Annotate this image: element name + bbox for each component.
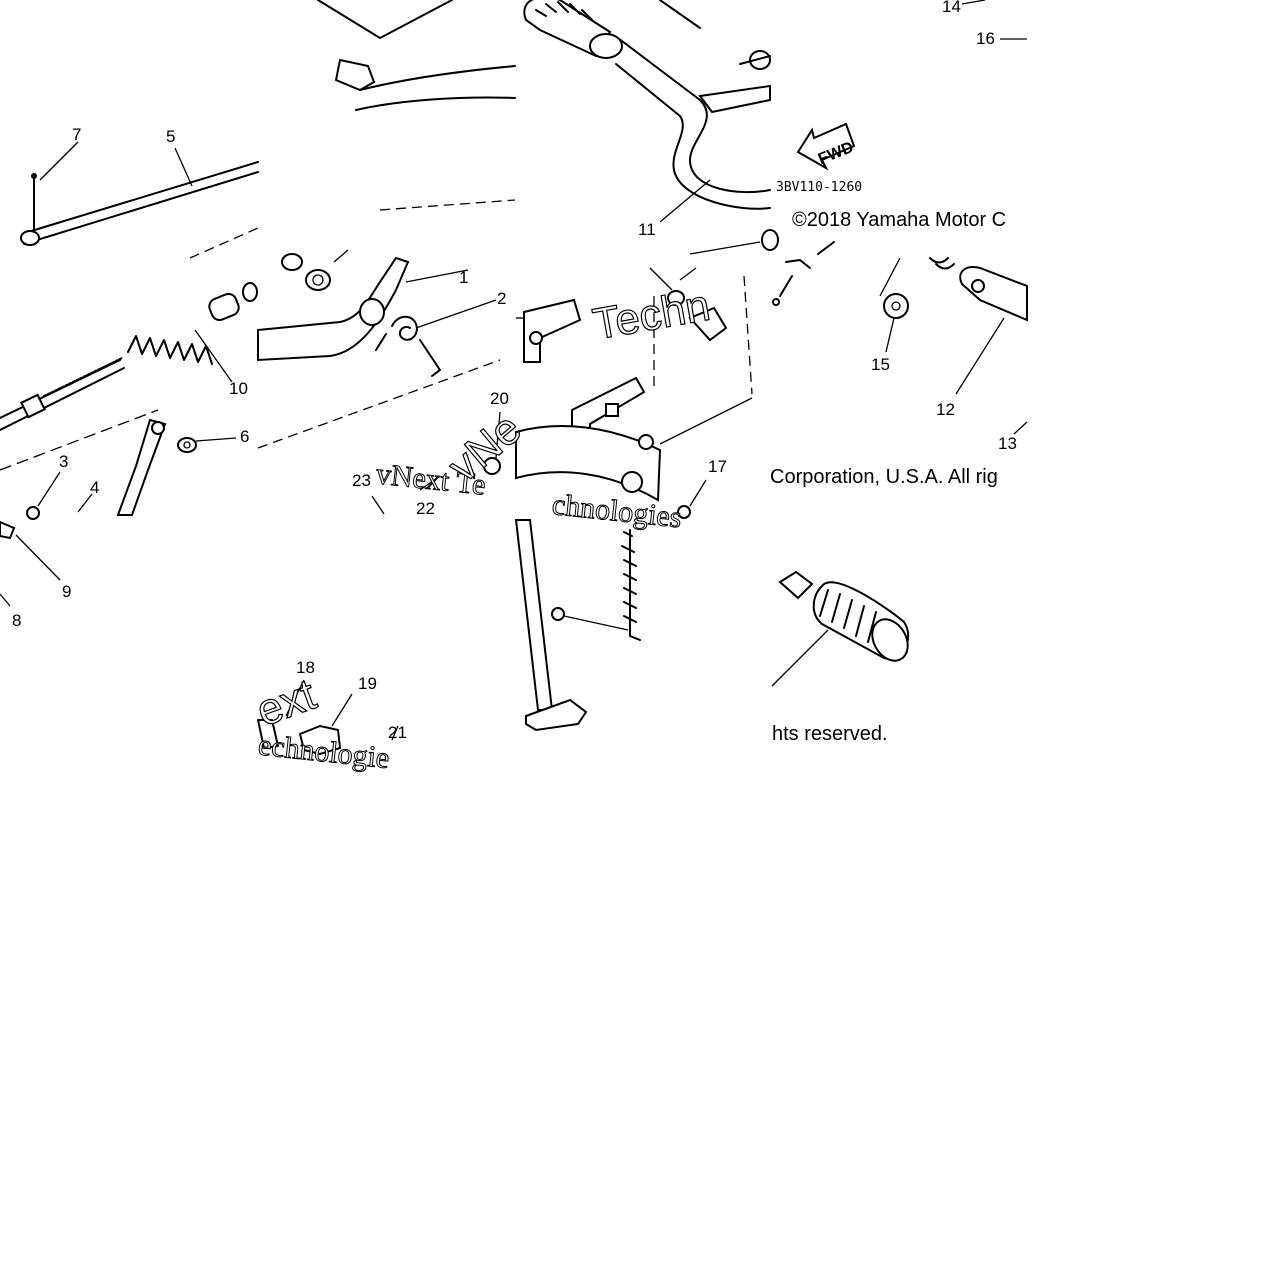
footrest-rubber	[771, 570, 910, 687]
bracket-plate	[516, 298, 582, 363]
callout-9: 9	[62, 582, 71, 601]
bolt-group	[649, 241, 761, 395]
callout-22: 22	[416, 499, 435, 518]
bolt-19	[257, 679, 399, 756]
callout-7: 7	[72, 125, 81, 144]
brake-pedal	[317, 0, 516, 211]
diagram-code: 3BV110-1260	[776, 180, 862, 195]
callout-18: 18	[296, 658, 315, 677]
brake-lever-arm	[0, 409, 237, 516]
callout-2: 2	[497, 289, 506, 308]
center-stand-leg	[514, 519, 641, 732]
callout-20: 20	[490, 389, 509, 408]
center-stand-bracket	[483, 376, 753, 519]
brake-rod-assembly	[20, 141, 259, 259]
watermark-2: chnologies	[551, 488, 684, 534]
callout-1: 1	[459, 268, 468, 287]
callout-6: 6	[240, 427, 249, 446]
callout-19: 19	[358, 674, 377, 693]
watermark-6: echnologie	[257, 729, 391, 776]
nut-pin-group	[0, 471, 93, 607]
callout-14: 14	[942, 0, 961, 16]
stand-arm-left	[371, 475, 441, 515]
copyright-part-3: hts reserved.	[772, 723, 888, 745]
right-top-leaders	[961, 0, 1027, 40]
footrest-bar-11	[523, 0, 771, 223]
callout-numbers: 7 5 10 6 3 4 9 8 1 2 23 22 11 20 17 14 1…	[12, 0, 1017, 742]
bushing	[208, 292, 240, 322]
copyright-part-1: ©2018 Yamaha Motor C	[792, 209, 1006, 231]
callout-4: 4	[90, 478, 99, 497]
callout-12: 12	[936, 400, 955, 419]
callout-16: 16	[976, 29, 995, 48]
watermark-5: ext	[250, 670, 322, 736]
copyright-part-2: Corporation, U.S.A. All rig	[770, 466, 998, 488]
pivot-plate-1	[242, 249, 469, 362]
brake-rod-lower	[0, 357, 125, 431]
callout-17: 17	[708, 457, 727, 476]
return-spring-10	[127, 329, 233, 383]
callout-21: 21	[388, 723, 407, 742]
pin-washer-group	[761, 229, 955, 353]
pivot-shaft-12	[955, 266, 1028, 435]
callout-15: 15	[871, 355, 890, 374]
callout-10: 10	[229, 379, 248, 398]
callout-8: 8	[12, 611, 21, 630]
callout-13: 13	[998, 434, 1017, 453]
callout-23: 23	[352, 471, 371, 490]
fwd-arrow: FWD	[796, 122, 856, 171]
watermark-3: Techn	[589, 281, 713, 350]
torsion-spring-2	[257, 298, 501, 449]
callout-11: 11	[638, 220, 656, 239]
callout-5: 5	[166, 127, 175, 146]
callout-3: 3	[59, 452, 68, 471]
